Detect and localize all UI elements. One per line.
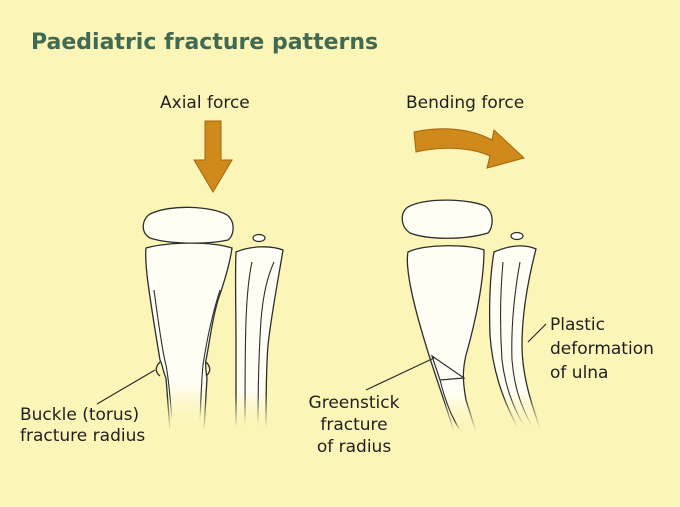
greenstick-leader-line [366, 358, 434, 390]
left-carpal-bone [143, 207, 233, 243]
right-ulna-styloid [511, 233, 523, 240]
axial-force-arrow [194, 121, 232, 192]
left-ulna-styloid [253, 235, 265, 242]
greenstick-label-line1: Greenstick [294, 393, 414, 414]
greenstick-label-line3: of radius [294, 437, 414, 458]
right-carpal-bone [402, 200, 492, 238]
page-title: Paediatric fracture patterns [31, 29, 378, 57]
axial-force-label: Axial force [160, 93, 250, 114]
plastic-leader-line [528, 324, 546, 342]
right-radius-bone [407, 246, 484, 432]
bending-force-label: Bending force [406, 93, 524, 114]
left-radius-bone [146, 243, 232, 430]
plastic-label-line3: of ulna [550, 363, 608, 384]
bending-force-arrow [414, 129, 524, 168]
buckle-leader-line [97, 370, 155, 404]
buckle-label-line1: Buckle (torus) [20, 405, 139, 426]
left-ulna-bone [236, 247, 283, 428]
left-buckle-bump-1 [156, 362, 160, 376]
plastic-label-line1: Plastic [550, 315, 605, 336]
plastic-label-line2: deformation [550, 339, 654, 360]
greenstick-label-line2: fracture [294, 415, 414, 436]
buckle-label-line2: fracture radius [20, 426, 145, 447]
